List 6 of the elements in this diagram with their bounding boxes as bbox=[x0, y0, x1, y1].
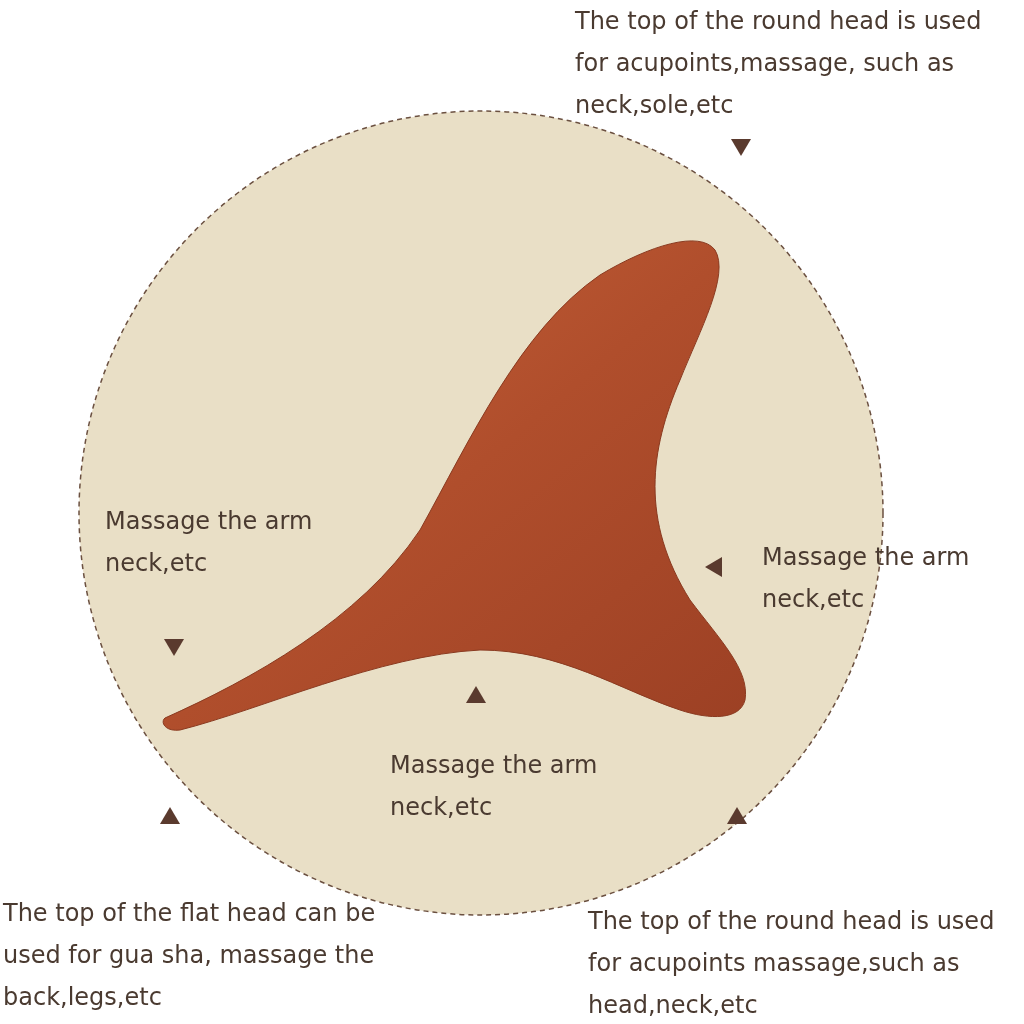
description-text: Massage the arm neck,etc bbox=[390, 750, 599, 823]
description-text: The top of the flat head can be used for gua sha, massage the back,legs,etc bbox=[3, 898, 377, 1013]
description-text: Massage the arm neck,etc bbox=[105, 506, 314, 579]
description-text: The top of the round head is used for acupoints massage,such as head,neck,etc bbox=[588, 906, 996, 1021]
description-text: The top of the round head is used for acupoints,massage, such as neck,sole,etc bbox=[575, 6, 983, 121]
description-text: Massage the arm neck,etc bbox=[762, 542, 971, 615]
